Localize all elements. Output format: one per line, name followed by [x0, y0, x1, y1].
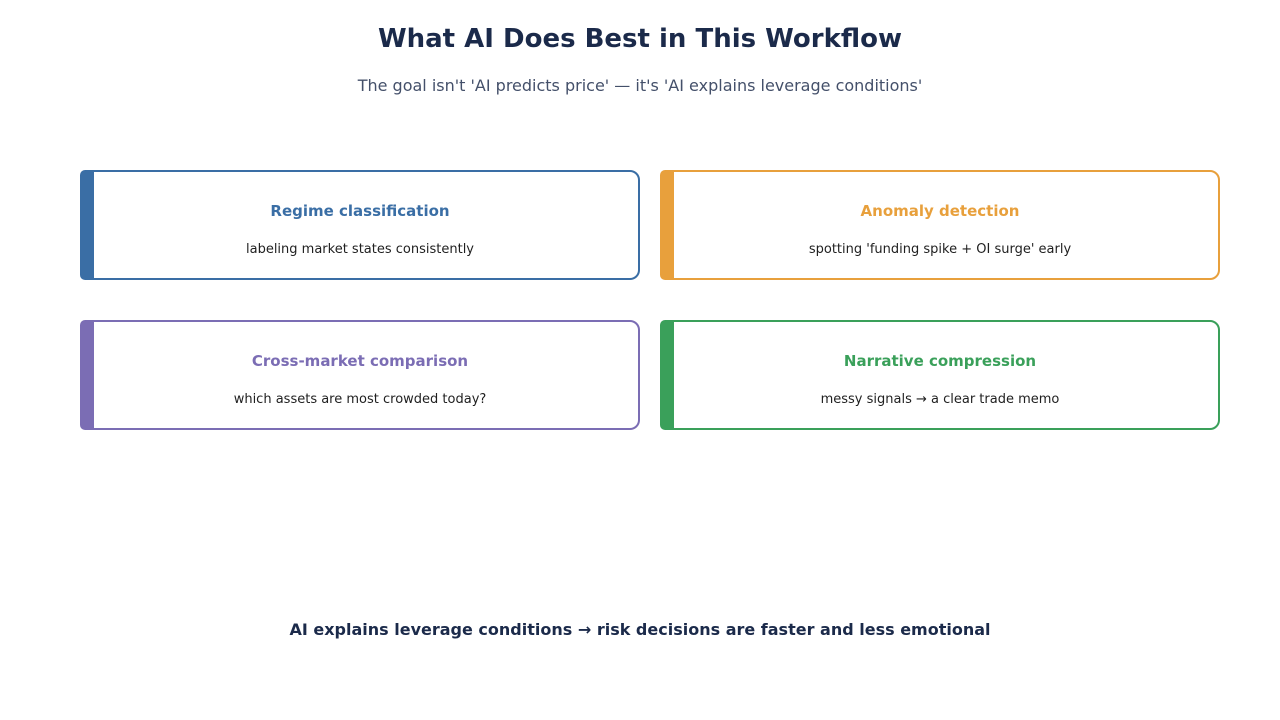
card-narrative-compression: Narrative compression messy signals → a … — [660, 320, 1220, 430]
card-accent-bar — [660, 170, 674, 280]
card-description: which assets are most crowded today? — [233, 392, 487, 407]
card-description: labeling market states consistently — [245, 242, 474, 257]
card-title: Narrative compression — [843, 352, 1037, 370]
card-accent-bar — [80, 320, 94, 430]
card-accent-bar — [80, 170, 94, 280]
card-title: Regime classification — [270, 202, 450, 220]
card-cross-market-comparison: Cross-market comparison which assets are… — [80, 320, 640, 430]
card-title: Anomaly detection — [860, 202, 1020, 220]
card-description: spotting 'funding spike + OI surge' earl… — [808, 242, 1072, 257]
card-title: Cross-market comparison — [251, 352, 469, 370]
card-anomaly-detection: Anomaly detection spotting 'funding spik… — [660, 170, 1220, 280]
card-accent-bar — [660, 320, 674, 430]
page-subtitle: The goal isn't 'AI predicts price' — it'… — [357, 76, 923, 95]
card-description: messy signals → a clear trade memo — [820, 392, 1060, 407]
footer-summary: AI explains leverage conditions → risk d… — [289, 620, 991, 639]
card-regime-classification: Regime classification labeling market st… — [80, 170, 640, 280]
page-title: What AI Does Best in This Workflow — [377, 24, 903, 54]
